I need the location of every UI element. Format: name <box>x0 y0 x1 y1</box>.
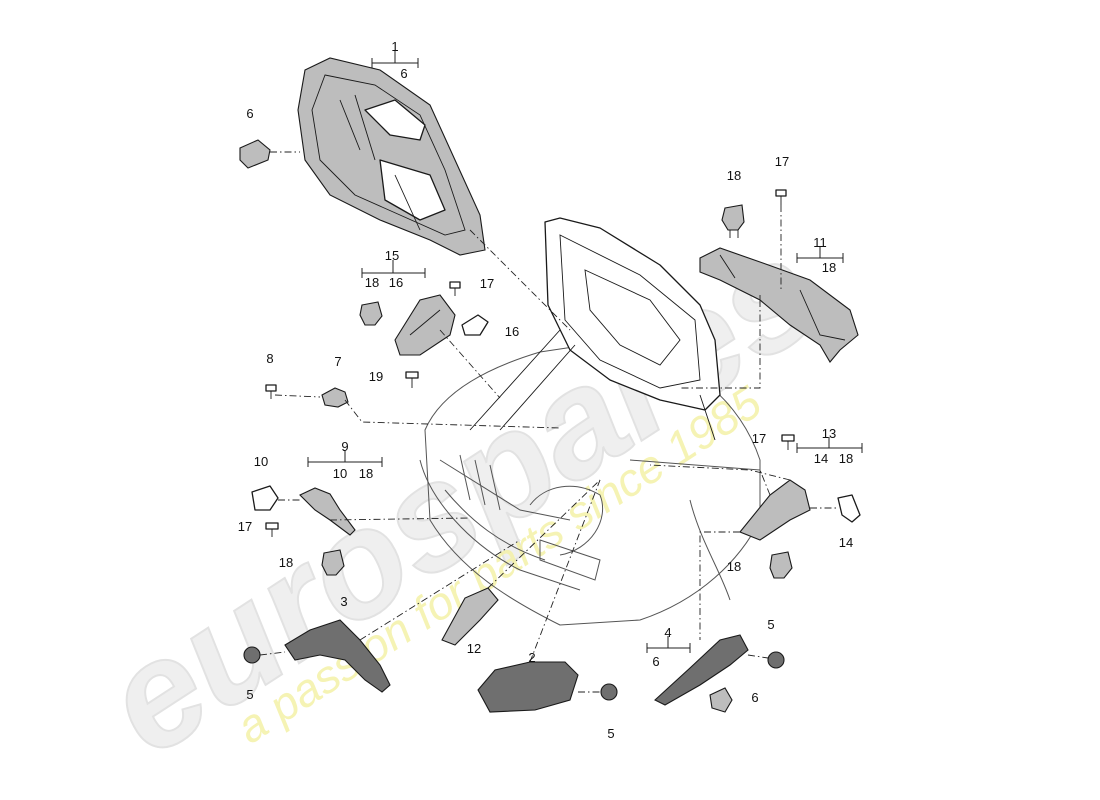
callout-19: 19 <box>369 369 383 384</box>
callout-9: 9 <box>341 439 348 454</box>
callout-labels: 1 6 6 15 18 16 17 16 8 7 19 18 17 11 18 … <box>238 39 853 741</box>
callout-11: 11 <box>813 235 827 250</box>
part-19-screw <box>405 371 419 388</box>
callout-13: 13 <box>822 426 836 441</box>
callout-9-sub-a: 10 <box>333 466 347 481</box>
callout-18-left: 18 <box>279 555 293 570</box>
callout-4-sub: 6 <box>652 654 659 669</box>
part-1-hood-insulation <box>297 57 486 256</box>
part-12-bracket <box>441 587 499 646</box>
callout-16: 16 <box>505 324 519 339</box>
part-17-screw-top-right <box>775 189 787 290</box>
part-17-screw-right <box>781 434 795 450</box>
part-6-clip-top <box>239 139 300 169</box>
callout-6-hood: 6 <box>246 106 253 121</box>
callout-brackets <box>307 50 863 653</box>
callout-14: 14 <box>839 535 853 550</box>
part-17-screw-mid <box>449 281 461 296</box>
part-16-cap <box>461 314 489 336</box>
callout-4: 4 <box>664 625 671 640</box>
part-3-liner-left <box>284 619 391 693</box>
part-18-clip-left <box>321 549 345 576</box>
part-8-screw <box>265 384 321 399</box>
part-13-trim-right <box>739 479 811 541</box>
part-18-clip-top-right <box>721 204 745 238</box>
callout-15-sub-a: 18 <box>365 275 379 290</box>
callout-5-bottom: 5 <box>607 726 614 741</box>
callout-12: 12 <box>467 641 481 656</box>
callout-2: 2 <box>528 650 535 665</box>
callout-15-sub-b: 16 <box>389 275 403 290</box>
part-5-grommet-left <box>243 646 286 664</box>
callout-17-right: 17 <box>752 431 766 446</box>
callout-9-sub-b: 18 <box>359 466 373 481</box>
callout-10: 10 <box>254 454 268 469</box>
callout-1-sub: 6 <box>400 66 407 81</box>
part-18-clip-left-top <box>359 301 383 326</box>
part-7-bracket <box>321 387 349 408</box>
callout-8: 8 <box>266 351 273 366</box>
part-14-cap-right <box>810 494 861 523</box>
callout-18-top-right: 18 <box>727 168 741 183</box>
part-4-liner-right <box>654 634 749 706</box>
part-15-bracket <box>394 294 456 356</box>
callout-5-right: 5 <box>767 617 774 632</box>
part-10-cap-left <box>251 485 300 511</box>
callout-6-right: 6 <box>751 690 758 705</box>
part-2-liner-bottom <box>477 661 579 713</box>
vehicle-front-outline <box>419 217 761 626</box>
part-11-side-trim <box>699 247 859 363</box>
part-17-screw-left <box>265 522 279 537</box>
callout-17-left: 17 <box>238 519 252 534</box>
part-9-trim-left <box>299 487 356 536</box>
callout-13-sub-b: 18 <box>839 451 853 466</box>
callout-7: 7 <box>334 354 341 369</box>
callout-5-left: 5 <box>246 687 253 702</box>
callout-1: 1 <box>391 39 398 54</box>
callout-18-right: 18 <box>727 559 741 574</box>
callout-17-top-left: 17 <box>480 276 494 291</box>
part-18-clip-right <box>769 551 793 579</box>
callout-13-sub-a: 14 <box>814 451 828 466</box>
part-5-grommet-right <box>747 651 785 669</box>
callout-3: 3 <box>340 594 347 609</box>
callout-17-top-right: 17 <box>775 154 789 169</box>
leader-lines <box>329 229 791 663</box>
part-6-clip-right <box>709 687 733 713</box>
part-5-grommet-bottom <box>578 683 618 701</box>
callout-15: 15 <box>385 248 399 263</box>
callout-11-sub: 18 <box>822 260 836 275</box>
